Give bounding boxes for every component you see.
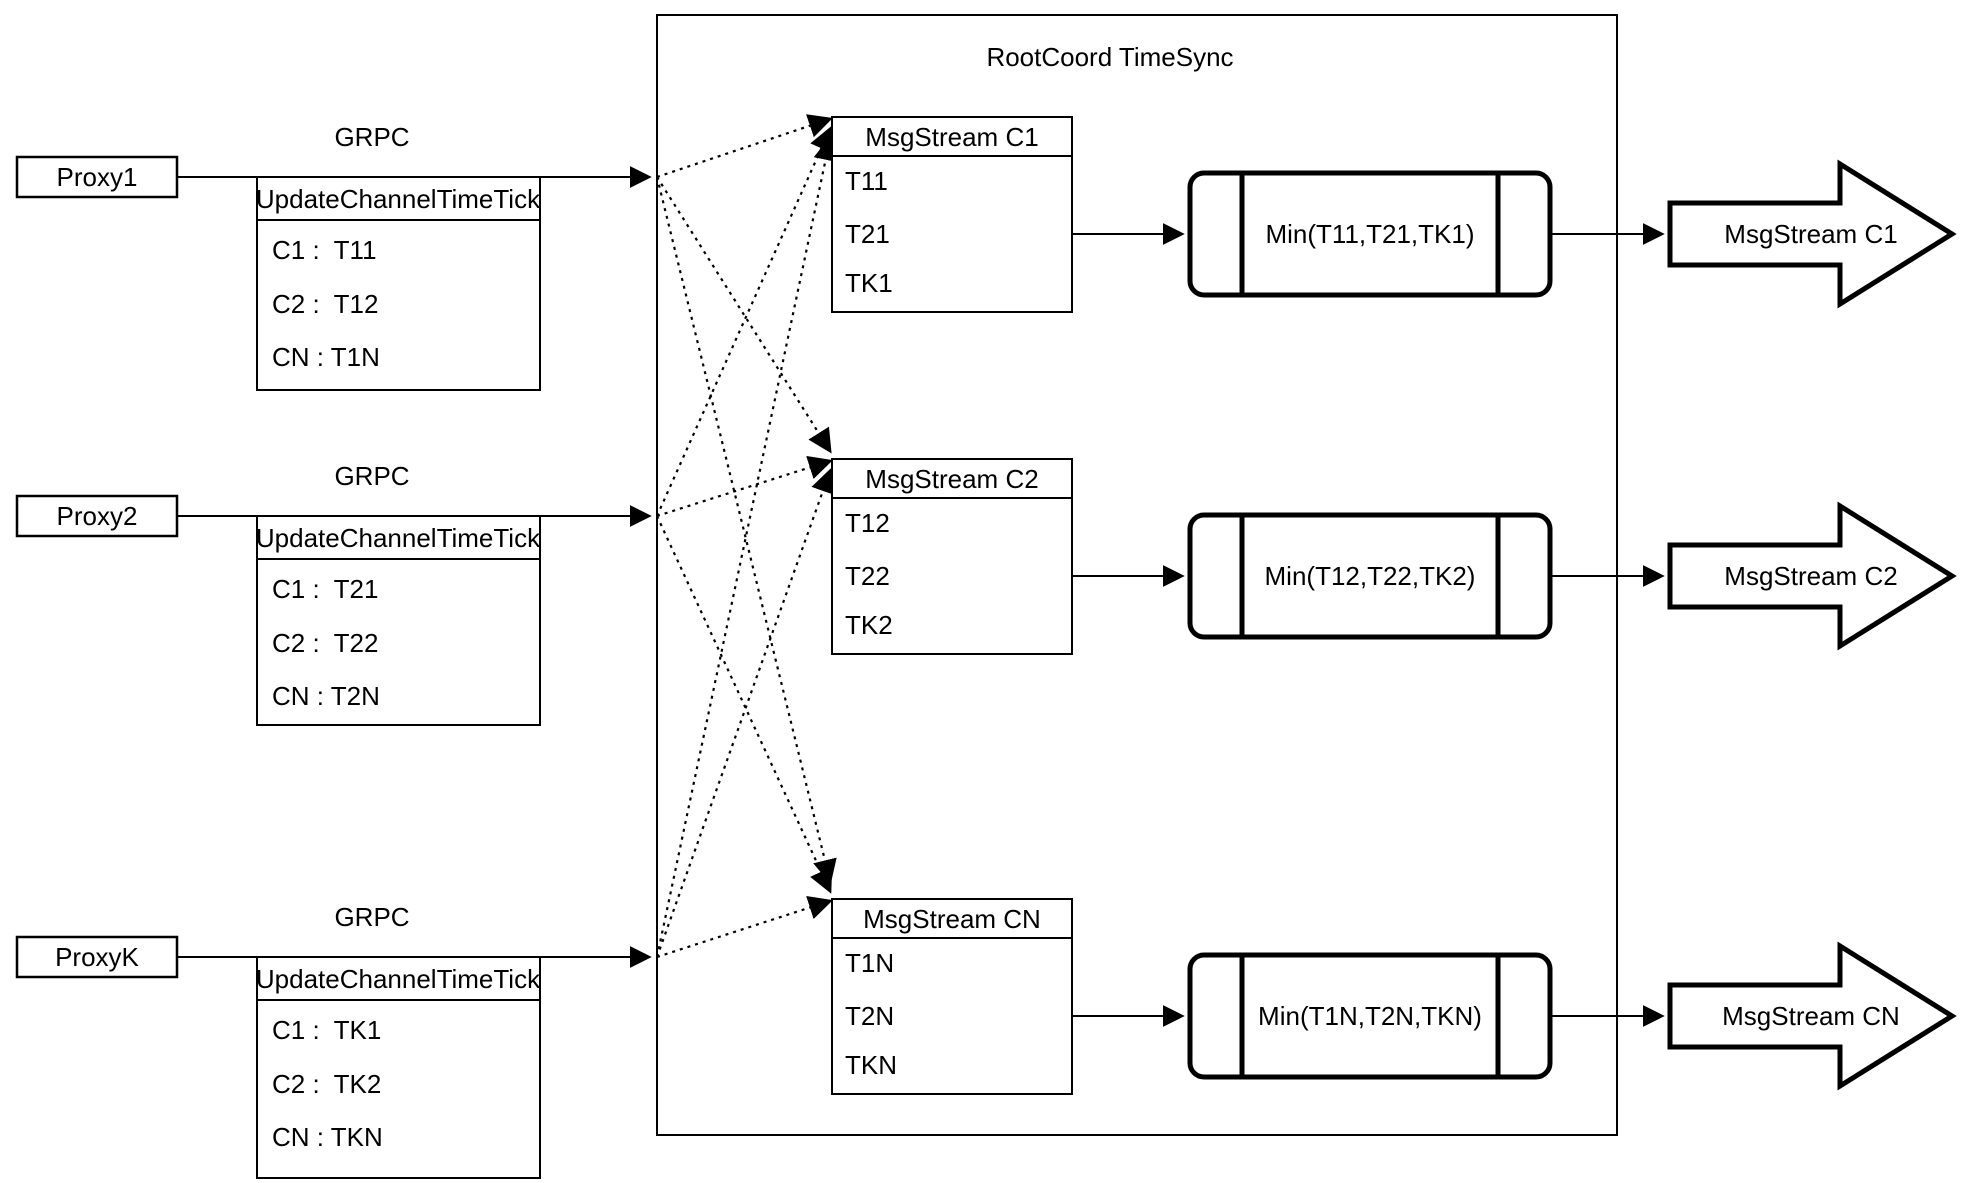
msgstream-cn-row: TKN <box>845 1050 897 1080</box>
output-block-arrow-c1-label: MsgStream C1 <box>1724 219 1897 249</box>
msgstream-c1-row: T11 <box>845 166 888 196</box>
proxyk-timetick-table <box>256 956 541 1179</box>
grpc-label-proxy1: GRPC <box>334 122 409 152</box>
msgstream-c1-table-title: MsgStream C1 <box>865 122 1038 152</box>
output-block-arrow-c2 <box>1667 501 1957 651</box>
msgstream-cn-row: T1N <box>845 948 894 978</box>
grpc-label-proxyk: GRPC <box>334 902 409 932</box>
proxy2-table-row: C2 : T22 <box>272 628 378 658</box>
min-buffer-c2-label: Min(T12,T22,TK2) <box>1265 561 1476 591</box>
msgstream-c2-table <box>831 458 1073 655</box>
stream-c2-group: MsgStream C2 T12 T22 TK2 Min(T12,T22,TK2… <box>831 458 1957 655</box>
proxyk-table-row: CN : TKN <box>272 1122 383 1152</box>
grpc-label-proxy2: GRPC <box>334 461 409 491</box>
proxy1-label: Proxy1 <box>57 162 138 192</box>
proxy2-table-row: CN : T2N <box>272 681 380 711</box>
msgstream-c2-row: T12 <box>845 508 890 538</box>
msgstream-cn-table <box>831 898 1073 1095</box>
rootcoord-timesync-title: RootCoord TimeSync <box>986 42 1233 72</box>
output-block-arrow-c2-label: MsgStream C2 <box>1724 561 1897 591</box>
proxyk-table-title: UpdateChannelTimeTick <box>256 964 541 994</box>
fanout-arrow-p1-c2 <box>656 176 832 454</box>
proxy1-table-row: CN : T1N <box>272 342 380 372</box>
proxyk-box <box>15 935 179 979</box>
proxy1-table-title: UpdateChannelTimeTick <box>256 184 541 214</box>
msgstream-c2-row: T22 <box>845 561 890 591</box>
proxyk-table-row: C1 : TK1 <box>272 1015 381 1045</box>
fanout-arrow-pk-c2 <box>655 468 835 958</box>
proxy1-timetick-table <box>256 176 541 391</box>
proxy2-timetick-table <box>256 515 541 726</box>
msgstream-c2-table-title: MsgStream C2 <box>865 464 1038 494</box>
output-block-arrow-cn <box>1667 941 1957 1091</box>
fanout-arrow-p2-cn <box>656 515 833 894</box>
proxy2-label: Proxy2 <box>57 501 138 531</box>
proxy2-box <box>15 494 179 538</box>
proxy2-group: Proxy2 GRPC UpdateChannelTimeTick C1 : T… <box>15 461 652 726</box>
msgstream-c1-row: TK1 <box>845 268 893 298</box>
proxyk-group: ProxyK GRPC UpdateChannelTimeTick C1 : T… <box>15 902 652 1179</box>
proxy2-table-row: C1 : T21 <box>272 574 378 604</box>
output-block-arrow-cn-label: MsgStream CN <box>1722 1001 1900 1031</box>
min-buffer-cn-label: Min(T1N,T2N,TKN) <box>1258 1001 1482 1031</box>
fanout-arrow-pk-c1 <box>655 136 838 958</box>
fanout-arrows <box>655 114 838 959</box>
fanout-arrow-p1-c1 <box>656 114 833 179</box>
msgstream-cn-row: T2N <box>845 1001 894 1031</box>
fanout-arrow-p2-c1 <box>655 126 833 517</box>
proxy1-box <box>15 155 179 199</box>
fanout-arrow-p2-c2 <box>656 455 833 518</box>
proxyk-label: ProxyK <box>55 942 139 972</box>
fanout-arrow-p1-cn <box>655 176 837 884</box>
proxy1-table-row: C1 : T11 <box>272 235 377 265</box>
min-buffer-c1-label: Min(T11,T21,TK1) <box>1265 219 1474 249</box>
msgstream-c1-row: T21 <box>845 219 890 249</box>
proxy1-table-row: C2 : T12 <box>272 289 378 319</box>
fanout-arrow-pk-cn <box>656 896 833 959</box>
proxy1-group: Proxy1 GRPC UpdateChannelTimeTick C1 : T… <box>15 122 652 391</box>
proxy2-table-title: UpdateChannelTimeTick <box>256 523 541 553</box>
stream-cn-group: MsgStream CN T1N T2N TKN Min(T1N,T2N,TKN… <box>831 898 1957 1095</box>
msgstream-c1-table <box>831 116 1073 313</box>
msgstream-cn-table-title: MsgStream CN <box>863 904 1041 934</box>
output-block-arrow-c1 <box>1667 159 1957 309</box>
stream-c1-group: MsgStream C1 T11 T21 TK1 Min(T11,T21,TK1… <box>831 116 1957 313</box>
msgstream-c2-row: TK2 <box>845 610 893 640</box>
proxyk-table-row: C2 : TK2 <box>272 1069 381 1099</box>
